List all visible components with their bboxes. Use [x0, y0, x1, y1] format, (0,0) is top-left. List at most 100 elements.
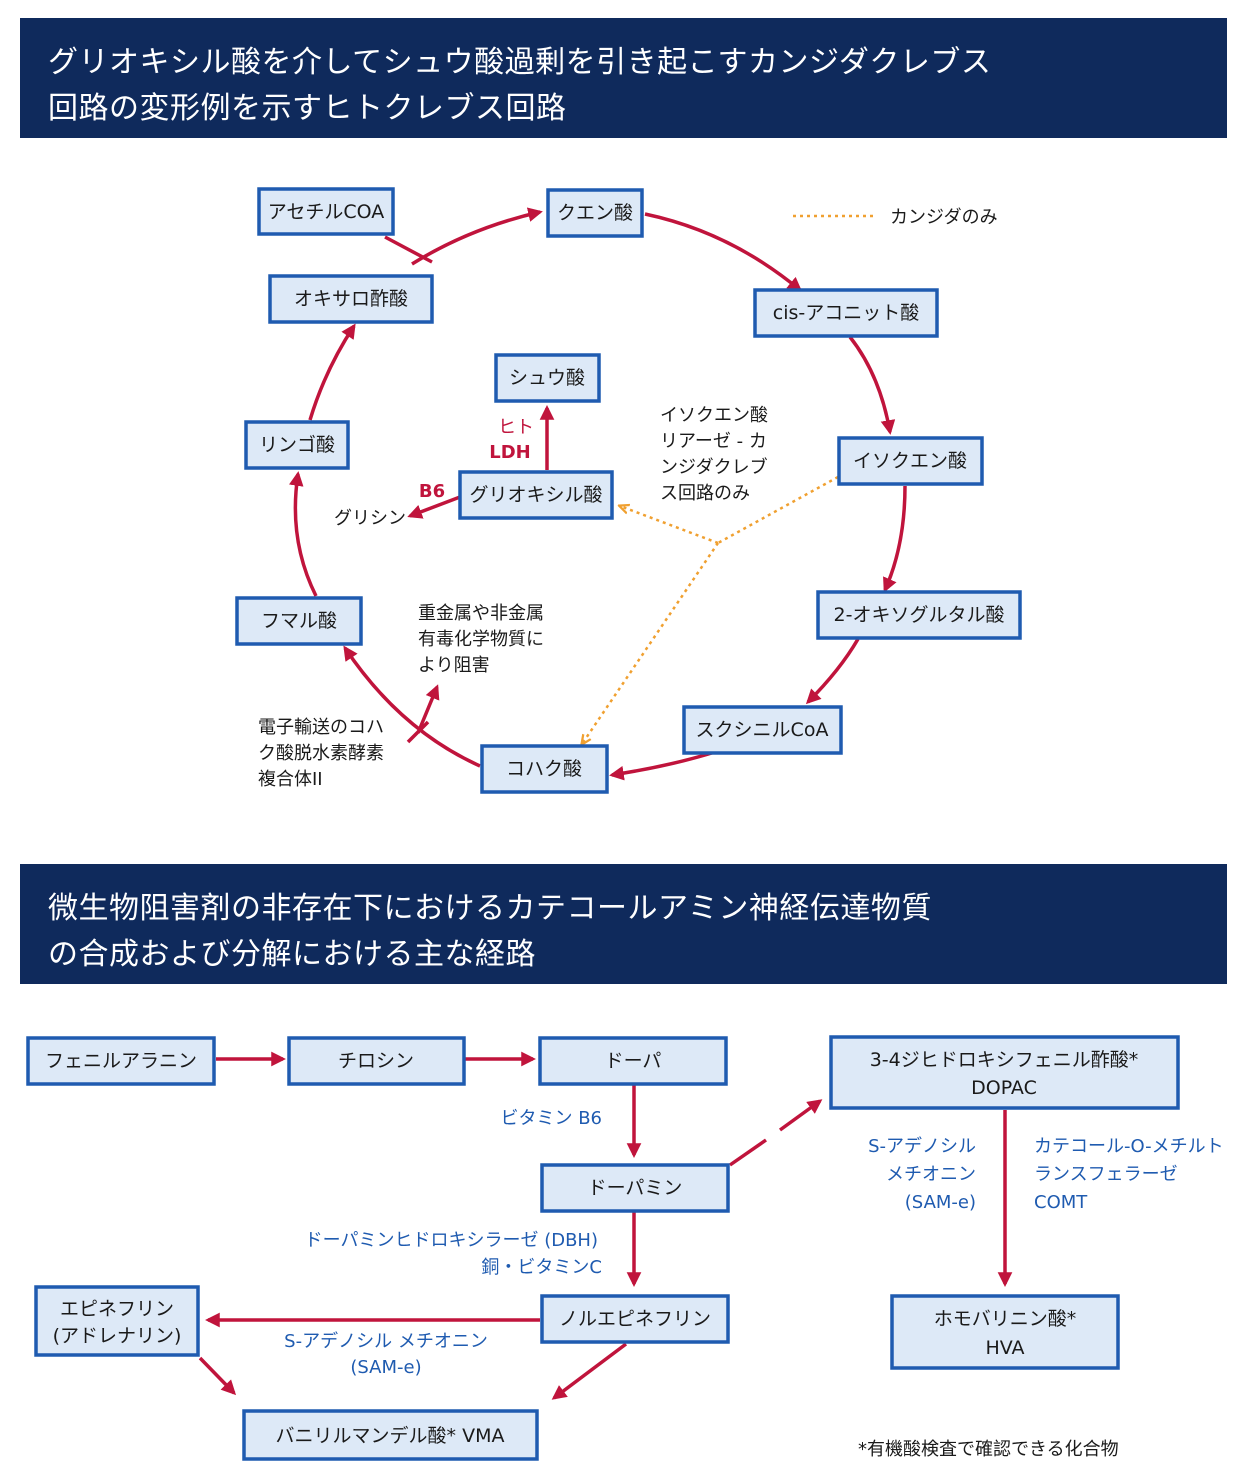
arrow-oxoglutaric-to-succinylcoa: [805, 638, 860, 705]
arrow-succinic-to-fumaric: [343, 645, 481, 768]
node-succinic-label: コハク酸: [506, 758, 582, 780]
label-b6: B6: [419, 481, 445, 502]
arrow-fumaric-to-malic: [288, 471, 318, 597]
node-oxalic-acid: シュウ酸: [494, 353, 601, 403]
label-same-horizontal: S-アデノシル メチオニン: [284, 1331, 488, 1352]
dotted-to-succinic: [582, 542, 720, 744]
section2-title-banner: 微生物阻害剤の非存在下におけるカテコールアミン神経伝達物質 の合成および分解にお…: [20, 864, 1227, 984]
node-oxoglutaric-acid: 2-オキソグルタル酸: [816, 590, 1022, 640]
node-oxalic-label: シュウ酸: [509, 367, 585, 389]
label-complex2-1: 電子輸送のコハ: [258, 717, 384, 738]
section1-title-line1: グリオキシル酸を介してシュウ酸過剰を引き起こすカンジダクレブス: [48, 45, 992, 80]
label-copper-vitamin-c: 銅・ビタミンC: [481, 1257, 602, 1278]
label-human: ヒト: [498, 417, 534, 438]
label-complex2-3: 複合体II: [258, 769, 323, 790]
node-norepinephrine-label: ノルエピネフリン: [559, 1308, 711, 1330]
label-same-vertical-3: (SAM-e): [905, 1192, 976, 1213]
node-citric-acid: クエン酸: [546, 188, 644, 238]
label-isocitrate-lyase-2: リアーゼ - カ: [660, 431, 767, 452]
arrow-isocitric-to-oxoglutaric: [883, 485, 907, 593]
label-heavy-metal-2: 有毒化学物質に: [418, 629, 544, 650]
node-glyoxylic-acid: グリオキシル酸: [458, 470, 614, 520]
node-acetyl-coa-label: アセチルCOA: [268, 201, 385, 223]
node-dopac-label-2: DOPAC: [971, 1077, 1037, 1099]
node-oxaloacetic-label: オキサロ酢酸: [294, 288, 408, 310]
node-cis-aconitic-acid: cis-アコニット酸: [753, 288, 939, 338]
arrow-dopamine-to-dopac-b: [778, 1099, 823, 1132]
node-cis-aconitic-label: cis-アコニット酸: [773, 302, 919, 324]
arrow-succinylcoa-to-succinic: [609, 750, 716, 781]
label-dbh: ドーパミンヒドロキシラーゼ (DBH): [305, 1230, 598, 1251]
catecholamine-arrows: [198, 1051, 1013, 1400]
label-heavy-metal-3: より阻害: [418, 655, 490, 676]
label-glycine: グリシン: [334, 508, 406, 529]
line-acetylcoa-join: [384, 235, 433, 264]
node-phenylalanine-label: フェニルアラニン: [45, 1050, 197, 1072]
arrow-oxaloacetic-to-citric: [411, 207, 543, 266]
arrow-malic-to-oxaloacetic: [308, 323, 356, 421]
label-complex2-2: ク酸脱水素酵素: [258, 743, 384, 764]
node-succinyl-coa: スクシニルCoA: [682, 705, 843, 755]
arrow-citric-to-cisaconitic: [644, 212, 803, 292]
arrow-inhibition: [416, 684, 440, 734]
footnote: *有機酸検査で確認できる化合物: [858, 1439, 1119, 1460]
label-same-horizontal-2: (SAM-e): [350, 1357, 421, 1378]
arrow-cisaconitic-to-isocitric: [848, 335, 896, 435]
label-comt-2: ランスフェラーゼ: [1034, 1164, 1178, 1185]
candida-only-paths: [582, 214, 873, 744]
arrow-epinephrine-to-vma: [198, 1356, 237, 1396]
node-oxoglutaric-label: 2-オキソグルタル酸: [834, 604, 1005, 626]
node-succinyl-coa-label: スクシニルCoA: [696, 719, 829, 741]
node-citric-acid-label: クエン酸: [557, 202, 633, 224]
section2-title-line2: の合成および分解における主な経路: [48, 937, 536, 972]
legend-candida-only: カンジダのみ: [890, 207, 998, 228]
section1-title-line2: 回路の変形例を示すヒトクレブス回路: [48, 91, 567, 126]
label-same-vertical-1: S-アデノシル: [868, 1136, 976, 1157]
node-epinephrine-label-1: エピネフリン: [60, 1298, 174, 1320]
node-hva: ホモバリニン酸* HVA: [890, 1294, 1120, 1370]
node-isocitric-acid: イソクエン酸: [837, 436, 984, 486]
label-heavy-metal-1: 重金属や非金属: [418, 603, 544, 624]
node-dopa: ドーパ: [538, 1036, 728, 1086]
node-epinephrine: エピネフリン (アドレナリン): [34, 1285, 200, 1357]
label-comt-1: カテコール-O-メチルト: [1034, 1136, 1224, 1157]
node-succinic-acid: コハク酸: [480, 744, 609, 794]
label-same-vertical-2: メチオニン: [886, 1164, 976, 1185]
node-vma-label: バニリルマンデル酸* VMA: [276, 1425, 505, 1447]
node-epinephrine-label-2: (アドレナリン): [53, 1325, 182, 1347]
dotted-isocitric-junction: [717, 475, 839, 545]
node-phenylalanine: フェニルアラニン: [26, 1036, 216, 1086]
krebs-cycle-arrows: [288, 207, 907, 781]
node-hva-label-1: ホモバリニン酸*: [934, 1308, 1077, 1330]
node-fumaric-label: フマル酸: [261, 610, 337, 632]
section2-title-line1: 微生物阻害剤の非存在下におけるカテコールアミン神経伝達物質: [48, 891, 932, 926]
node-malic-acid: リンゴ酸: [244, 420, 350, 470]
node-tyrosine: チロシン: [287, 1036, 466, 1086]
label-isocitrate-lyase-3: ンジダクレブ: [660, 456, 768, 478]
label-vitamin-b6: ビタミン B6: [500, 1108, 602, 1129]
node-malic-label: リンゴ酸: [259, 434, 335, 456]
label-comt-3: COMT: [1034, 1192, 1088, 1213]
section1-title-banner: グリオキシル酸を介してシュウ酸過剰を引き起こすカンジダクレブス 回路の変形例を示…: [20, 18, 1227, 138]
node-dopamine-label: ドーパミン: [588, 1177, 683, 1199]
label-isocitrate-lyase-4: ス回路のみ: [660, 483, 750, 504]
arrow-norepinephrine-to-vma: [551, 1342, 628, 1400]
arrow-dopamine-to-dopac-a: [729, 1138, 767, 1167]
node-acetyl-coa: アセチルCOA: [257, 187, 395, 236]
node-fumaric-acid: フマル酸: [235, 596, 363, 646]
arrow-glyoxylic-to-glycine: [407, 495, 461, 519]
node-dopamine: ドーパミン: [540, 1163, 730, 1213]
inhibition-bar: [406, 720, 430, 744]
node-tyrosine-label: チロシン: [338, 1050, 414, 1072]
node-vma: バニリルマンデル酸* VMA: [242, 1409, 539, 1461]
node-dopa-label: ドーパ: [605, 1050, 662, 1072]
dotted-to-glyoxylic: [620, 506, 719, 545]
node-dopac: 3-4ジヒドロキシフェニル酢酸* DOPAC: [829, 1035, 1180, 1110]
label-isocitrate-lyase-1: イソクエン酸: [660, 405, 768, 426]
node-norepinephrine: ノルエピネフリン: [540, 1294, 730, 1344]
node-glyoxylic-label: グリオキシル酸: [469, 484, 602, 506]
node-hva-label-2: HVA: [985, 1337, 1024, 1359]
node-oxaloacetic-acid: オキサロ酢酸: [268, 274, 434, 324]
label-ldh: LDH: [489, 442, 530, 463]
